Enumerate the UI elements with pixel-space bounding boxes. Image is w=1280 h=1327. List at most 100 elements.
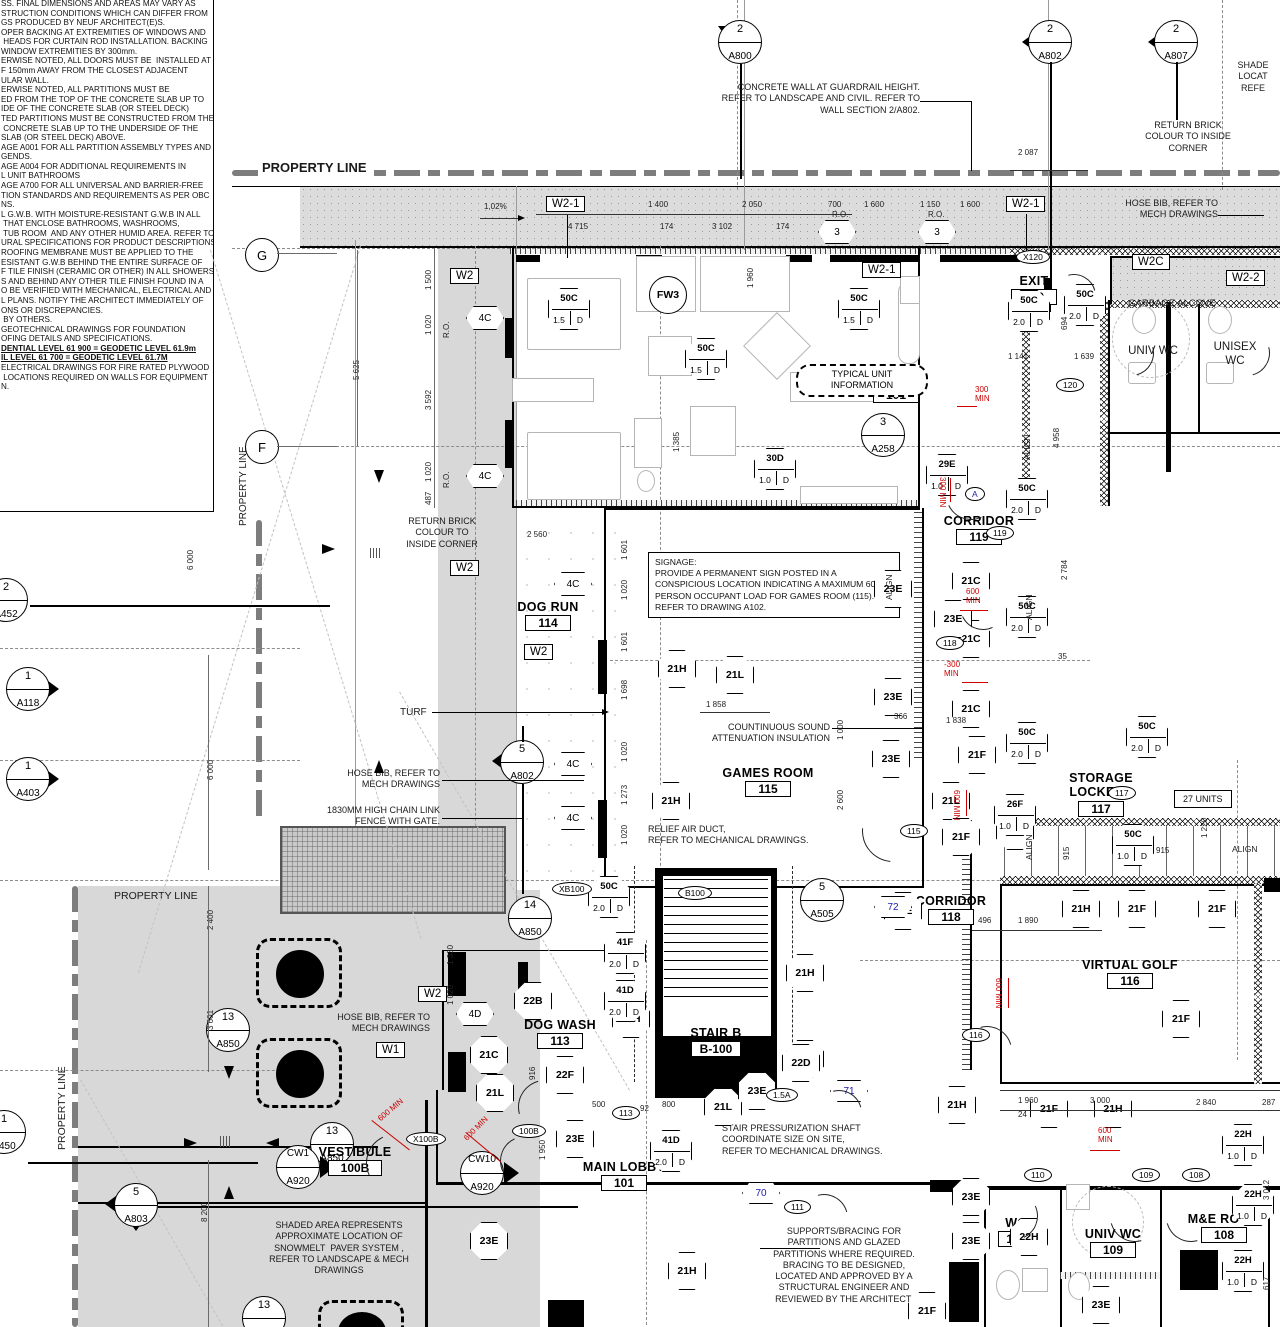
fire-tag-50c-corr[interactable]: 50C 2.0 D [1006, 478, 1048, 520]
partition-tag-23e-9[interactable]: 23E [952, 1178, 990, 1216]
partition-tag-4c-1[interactable]: 4C [466, 306, 504, 330]
window-tag-w2-a[interactable]: W2 [450, 268, 480, 284]
fire-tag-50c-lock[interactable]: 50C 1.0 D [1112, 824, 1154, 866]
partition-tag-21h-8[interactable]: 21H [1094, 1090, 1132, 1128]
grid-bubble-g[interactable]: G [245, 238, 279, 272]
door-tag-120[interactable]: 120 [1056, 378, 1085, 392]
window-tag-w2c[interactable]: W2C [1132, 254, 1170, 270]
door-tag-hex-3a[interactable]: 3 [918, 220, 956, 244]
fire-tag-41d-1[interactable]: 41D 2.0 D [604, 980, 646, 1022]
partition-tag-21l-3[interactable]: 21L [704, 1088, 742, 1126]
fire-tag-22h-1[interactable]: 22H 1.0 D [1222, 1124, 1264, 1166]
partition-tag-21l-1[interactable]: 21L [716, 656, 754, 694]
fire-tag-22h-wc[interactable]: 22H [1010, 1218, 1048, 1256]
wall-games-north [604, 508, 920, 511]
fire-tag-50c-2[interactable]: 50C 1.5 D [685, 338, 727, 380]
partition-tag-23e-11[interactable]: 23E [1082, 1286, 1120, 1324]
partition-tag-21h-2[interactable]: 21H [652, 782, 690, 820]
window-tag-w2-b[interactable]: W2 [450, 560, 480, 576]
partition-tag-22f[interactable]: 22F [546, 1056, 584, 1094]
partition-tag-21h-7[interactable]: 21H [1062, 890, 1100, 928]
fire-tag-26f[interactable]: 26F 1.0 D [994, 794, 1036, 836]
door-tag-110[interactable]: 110 [1024, 1168, 1052, 1182]
fire-tag-26f-top: 26F [1006, 799, 1024, 810]
door-tag-116[interactable]: 116 [962, 1028, 990, 1042]
fire-tag-50c-corr4[interactable]: 50C 2.0 D [1126, 716, 1168, 758]
door-tag-a[interactable]: A [965, 487, 985, 501]
partition-tag-21f-3[interactable]: 21F [1198, 890, 1236, 928]
fire-tag-22h-2[interactable]: 22H 1.0 D [1232, 1184, 1274, 1226]
partition-tag-21h-9[interactable]: 21H [668, 1252, 706, 1290]
partition-tag-21c-3[interactable]: 21C [952, 690, 990, 728]
keynote-tag-70[interactable]: 70 [742, 1182, 780, 1204]
partition-tag-21c-4[interactable]: 21C [470, 1036, 508, 1074]
partition-tag-21l-2[interactable]: 21L [932, 782, 970, 820]
fire-tag-22h-3[interactable]: 22H 1.0 D [1222, 1250, 1264, 1292]
window-tag-w2-1-b[interactable]: W2-1 [862, 262, 902, 278]
partition-tag-21f-6[interactable]: 21F [1030, 1090, 1068, 1128]
door-tag-hex-3b[interactable]: 3 [818, 220, 856, 244]
door-tag-118[interactable]: 118 [936, 636, 964, 650]
fire-tag-50c-3[interactable]: 50C 1.5 D [838, 288, 880, 330]
door-tag-119[interactable]: 119 [986, 526, 1014, 540]
partition-tag-23e-10[interactable]: 23E [952, 1222, 990, 1260]
fire-tag-30d[interactable]: 30D 1.0 D [754, 448, 796, 490]
partition-tag-4c-3[interactable]: 4C [554, 572, 592, 596]
partition-tag-21f-1[interactable]: 21F [958, 736, 996, 774]
partition-tag-21h-1[interactable]: 21H [658, 650, 696, 688]
fire-tag-41f[interactable]: 41F 2.0 D [604, 932, 646, 974]
fire-tag-50c-dogwash[interactable]: 50C 2.0 D [588, 876, 630, 918]
window-tag-w2-2[interactable]: W2-2 [1226, 270, 1266, 286]
partition-tag-21h-10[interactable]: 21H [938, 1086, 976, 1124]
window-tag-w2-c[interactable]: W2 [524, 644, 554, 660]
partition-tag-21f-7[interactable]: 21F [908, 1292, 946, 1327]
partition-tag-4c-2[interactable]: 4C [466, 464, 504, 488]
door-tag-115[interactable]: 115 [900, 824, 928, 838]
door-tag-xb100[interactable]: XB100 [552, 882, 592, 896]
partition-tag-23e-6[interactable]: 23E [556, 1120, 594, 1158]
keynote-tag-72[interactable]: 72 [874, 896, 912, 918]
partition-tag-23e-1[interactable]: 23E [874, 570, 912, 608]
door-tag-b100[interactable]: B100 [678, 886, 712, 900]
window-tag-w2-1-c[interactable]: W2-1 [1006, 196, 1046, 212]
partition-tag-21l-4[interactable]: 21L [476, 1074, 514, 1112]
fire-tag-50c-exit-a[interactable]: 50C 2.0 D [1008, 290, 1050, 332]
fire-tag-50c-corr2[interactable]: 50C 2.0 D [1006, 596, 1048, 638]
partition-tag-21h-5[interactable]: 21H [786, 954, 824, 992]
partition-tag-4c-4[interactable]: 4C [554, 752, 592, 776]
door-tag-108[interactable]: 108 [1182, 1168, 1211, 1182]
partition-tag-23e-3[interactable]: 23E [874, 678, 912, 716]
door-tag-x120[interactable]: X120 [1016, 250, 1050, 264]
partition-tag-21f-2[interactable]: 21F [1118, 890, 1156, 928]
partition-tag-21f-4[interactable]: 21F [1162, 1000, 1200, 1038]
door-tag-100b[interactable]: 100B [512, 1124, 546, 1138]
door-tag-15a[interactable]: 1.5A [766, 1088, 798, 1102]
fire-tag-50c-1[interactable]: 50C 1.5 D [548, 288, 590, 330]
keynote-tag-71[interactable]: 71 [830, 1080, 868, 1102]
partition-tag-21c-1[interactable]: 21C [952, 562, 990, 600]
partition-tag-23e-7[interactable]: 23E [470, 1222, 508, 1260]
partition-tag-22d[interactable]: 22D [782, 1044, 820, 1082]
fire-tag-50c-exit-b[interactable]: 50C 2.0 D [1064, 284, 1106, 326]
door-tag-113[interactable]: 113 [612, 1106, 640, 1120]
grid-bubble-f[interactable]: F [245, 430, 279, 464]
window-tag-fw3[interactable]: FW3 [649, 276, 687, 314]
door-tag-117[interactable]: 117 [1108, 786, 1136, 800]
window-tag-w1[interactable]: W1 [376, 1042, 406, 1058]
partition-tag-22b[interactable]: 22B [514, 982, 552, 1020]
window-tag-w2-1-a[interactable]: W2-1 [546, 196, 586, 212]
partition-tag-23e-2[interactable]: 23E [934, 600, 972, 638]
window-tag-w2-d[interactable]: W2 [418, 986, 448, 1002]
partition-tag-4c-5[interactable]: 4C [554, 806, 592, 830]
fire-tag-50c-corr3[interactable]: 50C 2.0 D [1006, 722, 1048, 764]
door-tag-109[interactable]: 109 [1132, 1168, 1161, 1182]
fire-tag-29e[interactable]: 29E 1.0 D [926, 454, 968, 496]
partition-tag-23e-8[interactable]: 23E [738, 1072, 776, 1110]
door-tag-x100b[interactable]: X100B [406, 1132, 446, 1146]
fire-tag-41d-2[interactable]: 41D 2.0 D [650, 1130, 692, 1172]
partition-tag-23e-4[interactable]: 23E [872, 740, 910, 778]
door-tag-111[interactable]: 111 [784, 1200, 811, 1214]
room-label-virtual-golf: VIRTUAL GOLF 116 [1062, 958, 1198, 990]
partition-tag-4d[interactable]: 4D [456, 1002, 494, 1026]
partition-tag-21f-5[interactable]: 21F [942, 818, 980, 856]
